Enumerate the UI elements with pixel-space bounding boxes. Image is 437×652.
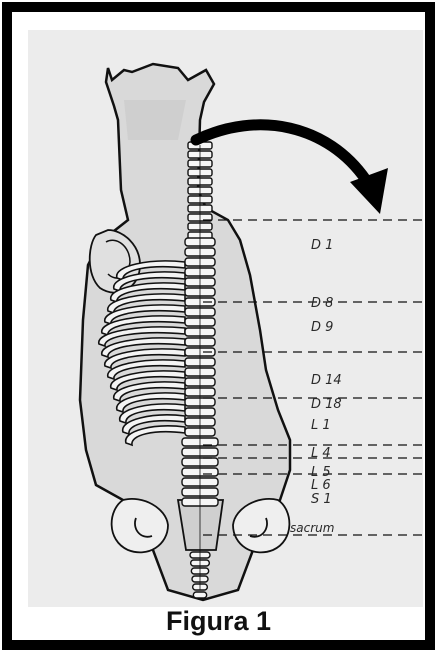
label-l6: L 6 (311, 479, 331, 492)
spine-diagram (28, 30, 423, 607)
label-d8: D 8 (311, 297, 333, 310)
label-d9: D 9 (311, 321, 333, 334)
label-d1: D 1 (311, 239, 333, 252)
figure-caption: Figura 1 (12, 606, 425, 637)
figure-panel: D 1 D 8 D 9 D 14 D 18 L 1 L 4 L 5 L 6 S … (28, 30, 423, 607)
pelvis-group (112, 499, 290, 552)
label-d14: D 14 (311, 374, 342, 387)
label-d18: D 18 (311, 398, 342, 411)
label-l4: L 4 (311, 447, 331, 460)
label-sacrum: sacrum (290, 522, 334, 534)
label-s1: S 1 (311, 493, 332, 506)
label-l1: L 1 (311, 419, 331, 432)
tail-vertebra (193, 592, 206, 598)
arrow-shaft (196, 125, 366, 180)
